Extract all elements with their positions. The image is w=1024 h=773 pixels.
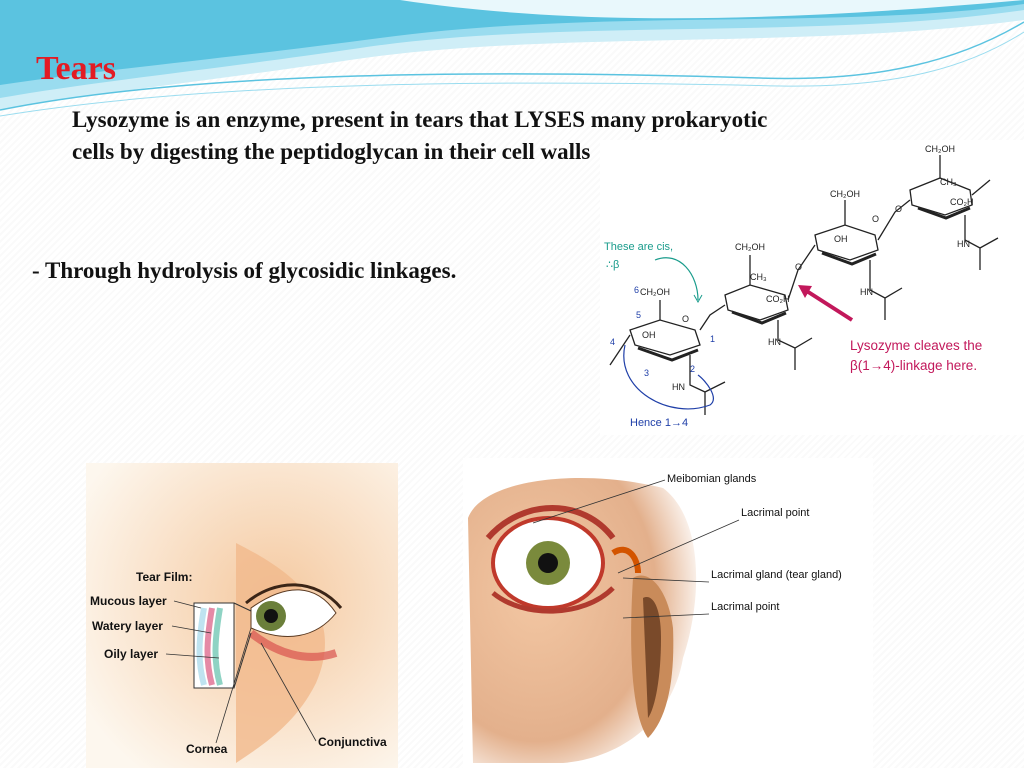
svg-text:5: 5 bbox=[636, 310, 641, 320]
intro-line-1: Lysozyme is an enzyme, present in tears … bbox=[72, 107, 768, 132]
svg-text:CH₃: CH₃ bbox=[940, 177, 957, 187]
svg-text:OH: OH bbox=[834, 234, 848, 244]
svg-text:CH₂OH: CH₂OH bbox=[830, 189, 860, 199]
svg-text:OH: OH bbox=[642, 330, 656, 340]
intro-paragraph: Lysozyme is an enzyme, present in tears … bbox=[72, 104, 952, 168]
lysozyme-cleaves-label: Lysozyme cleaves the bbox=[850, 338, 982, 353]
oily-layer-label: Oily layer bbox=[104, 647, 158, 661]
svg-text:O: O bbox=[795, 262, 802, 272]
svg-text:HN: HN bbox=[860, 287, 873, 297]
lacrimal-point-bottom-label: Lacrimal point bbox=[711, 601, 779, 613]
header-wave-decoration bbox=[0, 0, 1024, 117]
lacrimal-point-top-label: Lacrimal point bbox=[741, 507, 809, 519]
svg-text:3: 3 bbox=[644, 368, 649, 378]
svg-text:CO₂H: CO₂H bbox=[950, 197, 974, 207]
bullet-point: - Through hydrolysis of glycosidic linka… bbox=[32, 258, 457, 283]
beta-linkage-label: β(1→4)-linkage here. bbox=[850, 358, 977, 373]
hence-label: Hence 1→4 bbox=[630, 417, 688, 429]
intro-line-2: cells by digesting the peptidoglycan in … bbox=[72, 139, 591, 164]
svg-text:CH₃: CH₃ bbox=[750, 272, 767, 282]
svg-text:O: O bbox=[872, 214, 879, 224]
beta-note: ∴β bbox=[606, 259, 619, 271]
svg-text:6: 6 bbox=[634, 285, 639, 295]
svg-text:1: 1 bbox=[710, 334, 715, 344]
cis-note: These are cis, bbox=[604, 241, 673, 253]
watery-layer-label: Watery layer bbox=[92, 619, 163, 633]
tear-film-figure: Tear Film: Mucous layer Watery layer Oil… bbox=[86, 463, 398, 768]
svg-text:HN: HN bbox=[957, 239, 970, 249]
lysozyme-structure-figure: CH₂OH CH₂OH CH₂OH CH₂OH OH OH O O O O HN… bbox=[600, 140, 1024, 435]
svg-text:CO₂H: CO₂H bbox=[766, 294, 790, 304]
mucous-layer-label: Mucous layer bbox=[90, 594, 167, 608]
peptidoglycan-diagram: CH₂OH CH₂OH CH₂OH CH₂OH OH OH O O O O HN… bbox=[604, 144, 999, 429]
anatomy-illustration: Meibomian glands Lacrimal point Lacrimal… bbox=[468, 473, 842, 763]
svg-text:O: O bbox=[682, 314, 689, 324]
svg-text:4: 4 bbox=[610, 337, 615, 347]
svg-text:CH₂OH: CH₂OH bbox=[640, 287, 670, 297]
conjunctiva-label: Conjunctiva bbox=[318, 735, 387, 749]
eye-side-illustration: Tear Film: Mucous layer Watery layer Oil… bbox=[86, 463, 398, 768]
lacrimal-gland-label: Lacrimal gland (tear gland) bbox=[711, 569, 842, 581]
lacrimal-anatomy-figure: Meibomian glands Lacrimal point Lacrimal… bbox=[463, 458, 873, 768]
slide-title: Tears bbox=[36, 50, 116, 87]
svg-text:CH₂OH: CH₂OH bbox=[925, 144, 955, 154]
svg-text:2: 2 bbox=[690, 364, 695, 374]
svg-text:CH₂OH: CH₂OH bbox=[735, 242, 765, 252]
svg-text:O: O bbox=[895, 204, 902, 214]
cornea-label: Cornea bbox=[186, 742, 228, 756]
svg-text:HN: HN bbox=[672, 382, 685, 392]
meibomian-glands-label: Meibomian glands bbox=[667, 473, 757, 485]
svg-text:HN: HN bbox=[768, 337, 781, 347]
tear-film-heading: Tear Film: bbox=[136, 570, 192, 584]
